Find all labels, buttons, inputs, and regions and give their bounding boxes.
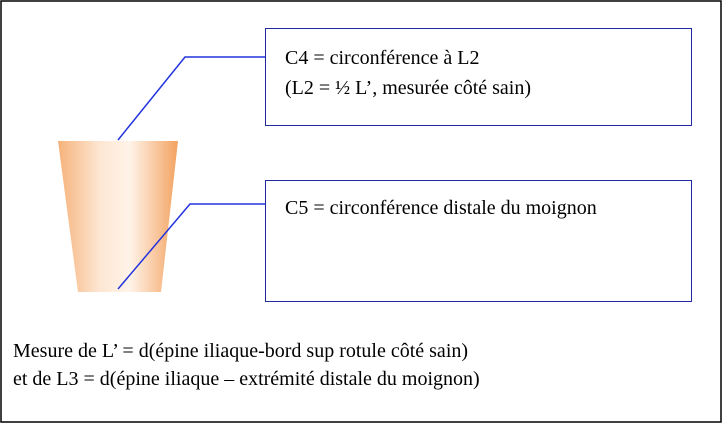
measure-note-l3: et de L3 = d(épine iliaque – extrémité d… (13, 368, 480, 390)
measure-note-l-prime: Mesure de L’ = d(épine iliaque-bord sup … (13, 340, 469, 362)
c4-label-text: C4 = circonférence à L2 (L2 = ½ L’, mesu… (285, 43, 531, 103)
c5-definition: C5 = circonférence distale du moignon (285, 197, 597, 219)
c4-label-box: C4 = circonférence à L2 (L2 = ½ L’, mesu… (265, 28, 692, 126)
stump-shape (58, 141, 178, 292)
c5-label-box: C5 = circonférence distale du moignon (265, 180, 692, 302)
l2-definition: (L2 = ½ L’, mesurée côté sain) (285, 77, 532, 99)
c4-definition: C4 = circonférence à L2 (285, 47, 480, 69)
leader-line-c4 (117, 56, 265, 141)
leader-line-c5 (117, 203, 265, 290)
